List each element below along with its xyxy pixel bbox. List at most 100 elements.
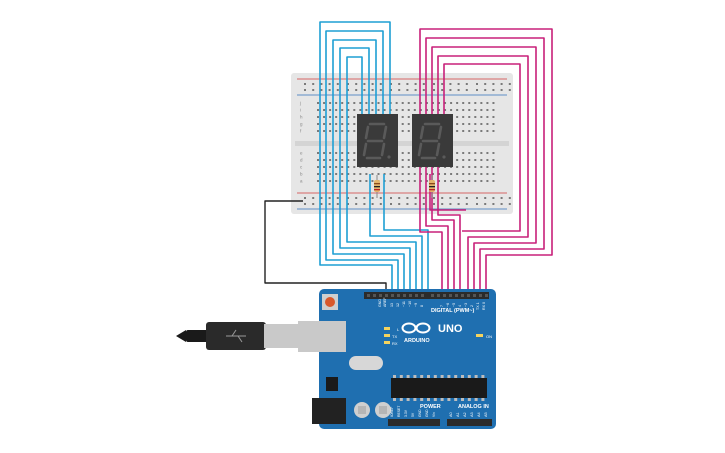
seven-segment-right[interactable] xyxy=(412,114,453,167)
breadboard-hole xyxy=(486,173,489,175)
breadboard-hole xyxy=(480,159,483,161)
breadboard-hole xyxy=(413,173,416,175)
breadboard-hole xyxy=(353,159,356,161)
resistor-right[interactable] xyxy=(429,175,435,198)
arduino-logo-icon xyxy=(401,322,431,334)
pin-label-aref: AREF xyxy=(383,297,387,307)
wire-blue-5[interactable] xyxy=(346,56,417,294)
breadboard-hole xyxy=(456,109,459,111)
breadboard-hole xyxy=(456,152,459,154)
breadboard-hole xyxy=(347,102,350,104)
breadboard-hole xyxy=(401,159,404,161)
resistor-right-band3 xyxy=(429,189,435,191)
breadboard-hole xyxy=(431,102,434,104)
chip-pin xyxy=(461,398,464,401)
wire-magenta-2[interactable] xyxy=(425,37,545,294)
breadboard-hole xyxy=(335,159,338,161)
breadboard-hole xyxy=(341,159,344,161)
reset-button[interactable] xyxy=(325,297,335,307)
breadboard-hole xyxy=(425,180,428,182)
breadboard-rail-hole xyxy=(363,89,366,91)
breadboard-hole xyxy=(438,180,440,182)
breadboard-hole xyxy=(323,123,326,125)
header-hole xyxy=(431,294,434,297)
led-rx xyxy=(384,341,390,344)
breadboard-hole xyxy=(395,180,398,182)
analog-pin-label: A5 xyxy=(484,412,488,417)
pin-label-12: 12 xyxy=(396,303,400,307)
power-pin-label: IOREF xyxy=(390,407,394,417)
chip-pin xyxy=(406,398,410,401)
usb-cable[interactable] xyxy=(176,322,298,350)
breadboard-rail-hole xyxy=(328,89,331,91)
breadboard-hole xyxy=(486,116,489,118)
breadboard-hole xyxy=(335,109,338,111)
breadboard-hole xyxy=(371,173,374,175)
breadboard-rail-hole xyxy=(484,197,487,199)
breadboard-rail-hole xyxy=(457,203,460,205)
breadboard-row-letter: c xyxy=(300,165,303,170)
breadboard-hole xyxy=(317,130,319,132)
led-tx-label: TX xyxy=(392,334,397,339)
power-pin-label: 3.3V xyxy=(404,409,408,417)
breadboard-hole xyxy=(468,109,471,111)
breadboard-rail-hole xyxy=(449,83,452,85)
wire-magenta-1[interactable] xyxy=(419,28,553,294)
digital-header-holes xyxy=(367,294,488,297)
breadboard-hole xyxy=(401,152,404,154)
chip-pin xyxy=(481,398,485,401)
breadboard-hole xyxy=(468,130,471,132)
breadboard-hole xyxy=(329,109,332,111)
resistor-left[interactable] xyxy=(374,175,380,198)
breadboard-hole xyxy=(353,173,356,175)
breadboard-rail-hole xyxy=(457,83,460,85)
pin-label-gnd: GND xyxy=(378,299,382,307)
breadboard-rail-hole xyxy=(336,83,339,85)
breadboard-hole xyxy=(413,109,416,111)
breadboard-hole xyxy=(480,123,483,125)
wire-magenta-5[interactable] xyxy=(443,63,521,232)
breadboard-rail-hole xyxy=(336,89,339,91)
wire-magenta-4[interactable] xyxy=(437,55,529,294)
wire-gnd-black[interactable] xyxy=(264,200,387,294)
display-right-dot xyxy=(442,155,446,159)
breadboard-rail-hole xyxy=(379,197,382,199)
breadboard-hole xyxy=(353,130,356,132)
breadboard-hole xyxy=(395,173,398,175)
breadboard-hole xyxy=(329,102,332,104)
chip-pin xyxy=(467,398,471,401)
breadboard-hole xyxy=(407,159,410,161)
breadboard-hole xyxy=(341,116,344,118)
breadboard-hole xyxy=(419,102,422,104)
breadboard-hole xyxy=(407,102,410,104)
breadboard-hole xyxy=(486,102,489,104)
wire-blue-3[interactable] xyxy=(332,39,405,294)
digital-header-label: DIGITAL (PWM~) xyxy=(431,308,475,314)
pin-label-7: 7 xyxy=(440,305,444,307)
wire-blue-6[interactable] xyxy=(369,174,423,294)
wire-blue-2[interactable] xyxy=(325,30,399,294)
breadboard-rail-hole xyxy=(304,83,306,85)
breadboard-rail-hole xyxy=(371,197,374,199)
breadboard-hole xyxy=(480,116,483,118)
breadboard-rail-hole xyxy=(422,197,425,199)
breadboard-rail-hole xyxy=(347,83,349,85)
wire-magenta-3[interactable] xyxy=(431,46,537,294)
breadboard-hole xyxy=(407,116,410,118)
breadboard-hole xyxy=(335,102,338,104)
wire-blue-7[interactable] xyxy=(383,174,429,294)
arduino-uno-board[interactable]: UNO ARDUINO DIGITAL (PWM~) POWER ANALOG … xyxy=(298,289,496,429)
breadboard-hole xyxy=(444,173,447,175)
breadboard-hole xyxy=(389,180,392,182)
seven-segment-left[interactable] xyxy=(357,114,398,167)
breadboard-hole xyxy=(431,109,434,111)
breadboard-hole xyxy=(353,123,356,125)
breadboard-hole xyxy=(407,180,410,182)
breadboard-hole xyxy=(419,109,422,111)
wire-blue-1[interactable] xyxy=(319,21,393,294)
breadboard-rail-hole xyxy=(500,203,503,205)
breadboard-hole xyxy=(474,130,477,132)
breadboard-hole xyxy=(401,123,404,125)
wire-blue-4[interactable] xyxy=(339,47,411,294)
